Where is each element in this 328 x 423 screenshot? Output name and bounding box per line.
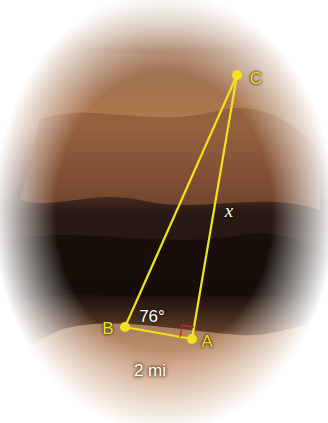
angle-label: 76° [139, 308, 165, 325]
point-label: C [250, 70, 262, 87]
point-dot [187, 334, 197, 344]
point-label: A [201, 333, 212, 350]
triangle [125, 75, 237, 339]
point-dot [120, 322, 130, 332]
point-dot [232, 70, 242, 80]
side-bc [125, 75, 237, 327]
point-label: B [102, 320, 113, 337]
side-label: x [225, 201, 233, 220]
side-ac [192, 75, 237, 339]
dimension-label: 2 mi [134, 362, 166, 379]
